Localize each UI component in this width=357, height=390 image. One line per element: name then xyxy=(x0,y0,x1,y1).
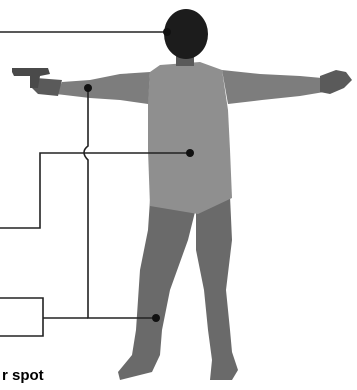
right-hand xyxy=(320,70,352,94)
right-leg xyxy=(196,196,238,380)
torso xyxy=(148,62,232,214)
leg-target-dot xyxy=(152,314,160,322)
left-arm xyxy=(56,72,150,104)
clipped-caption: r spot xyxy=(2,367,44,385)
arm-target-dot xyxy=(84,84,92,92)
torso-target-dot xyxy=(186,149,194,157)
left-leg xyxy=(118,200,196,380)
leg-label-box xyxy=(0,298,43,336)
head xyxy=(164,9,208,59)
right-arm xyxy=(222,70,324,104)
head-target-dot xyxy=(163,28,171,36)
